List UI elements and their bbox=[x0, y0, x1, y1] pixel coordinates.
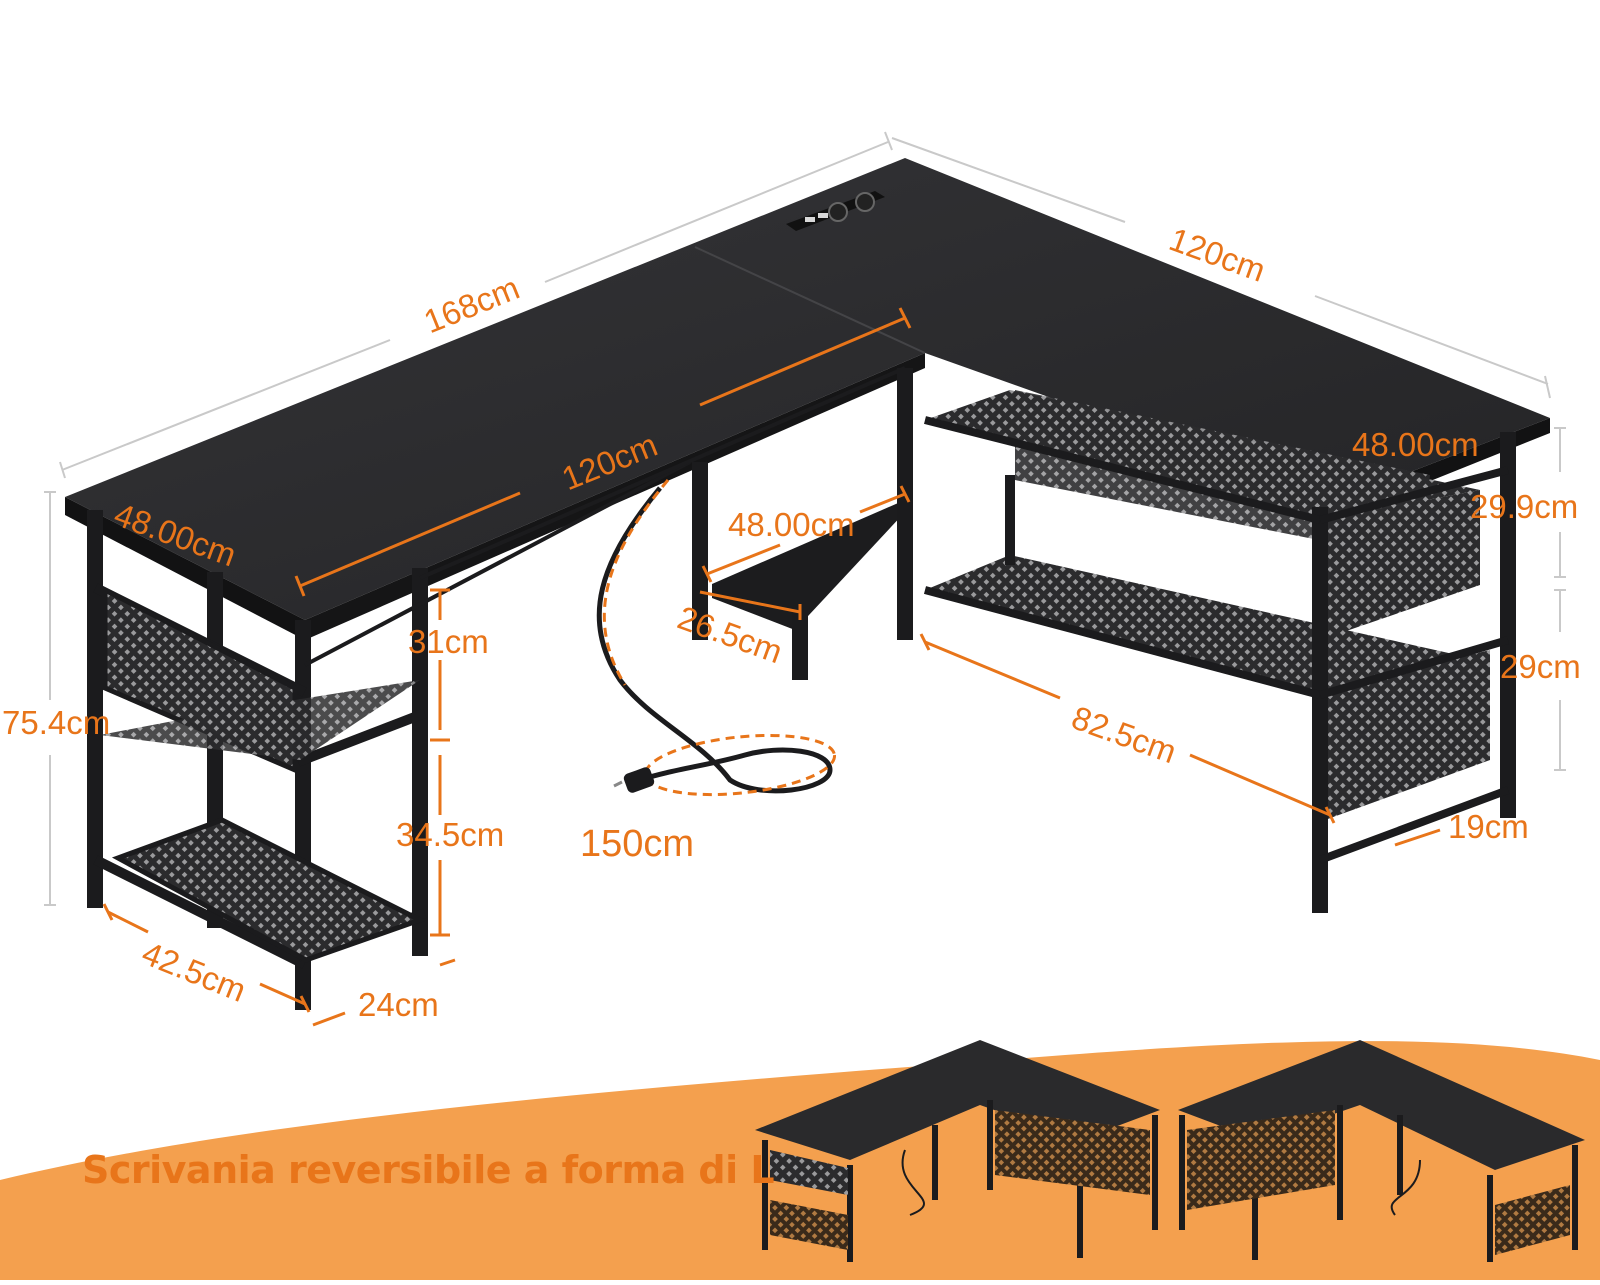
measure-lines bbox=[102, 307, 1441, 1027]
dim-right-upper-shelf: 29.9cm bbox=[1470, 488, 1579, 525]
dimension-lines bbox=[44, 131, 1566, 906]
right-unit bbox=[923, 390, 1516, 913]
thumbnail-left-config bbox=[755, 1040, 1160, 1262]
dim-left-shelf-depth: 24cm bbox=[358, 986, 439, 1023]
cpu-stand bbox=[692, 368, 913, 680]
dim-inner-depth: 48.00cm bbox=[728, 506, 855, 543]
dim-height: 75.4cm bbox=[2, 704, 111, 741]
left-lower-shelf bbox=[111, 817, 427, 963]
left-upper-shelf bbox=[100, 680, 420, 760]
dim-side-depth: 48.00cm bbox=[1352, 426, 1479, 463]
cross-brace bbox=[304, 460, 691, 667]
power-cable bbox=[596, 486, 833, 794]
dim-left-lower-shelf: 34.5cm bbox=[396, 816, 505, 853]
power-plug-icon bbox=[613, 767, 655, 793]
dim-right-lower-shelf: 29cm bbox=[1500, 648, 1581, 685]
usb-port-icon bbox=[805, 213, 828, 222]
dim-cable-length: 150cm bbox=[580, 823, 695, 865]
dim-left-upper-shelf: 31cm bbox=[408, 623, 489, 660]
dim-right-shelf-depth: 19cm bbox=[1448, 808, 1529, 845]
thumbnail-right-config bbox=[1178, 1040, 1585, 1262]
tagline: Scrivania reversibile a forma di L bbox=[82, 1148, 775, 1192]
